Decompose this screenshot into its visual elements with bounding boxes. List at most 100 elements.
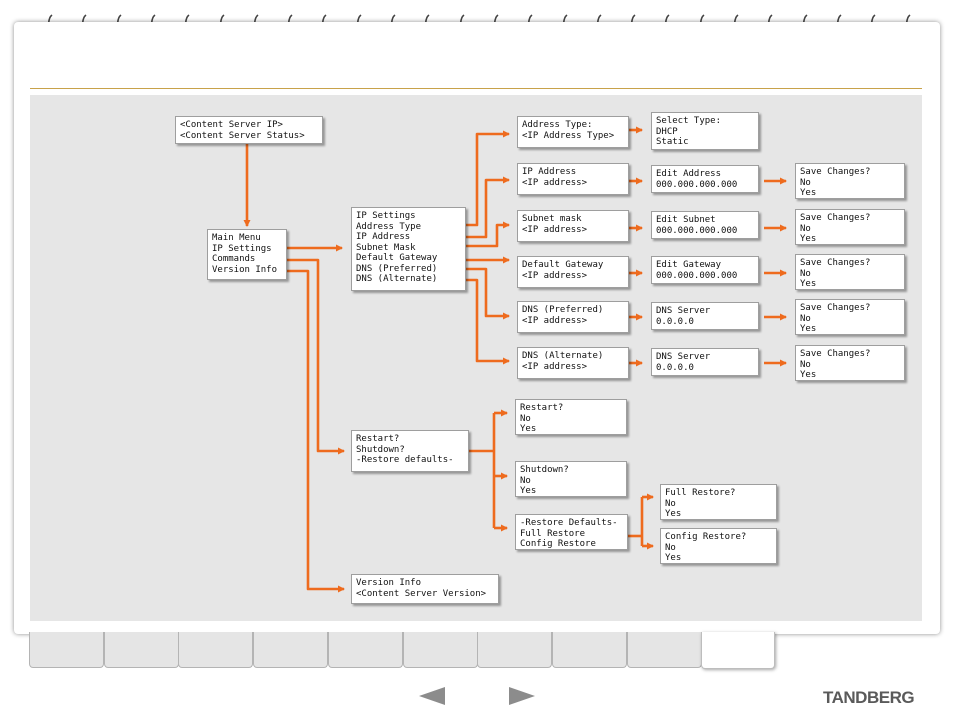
menu-line: Address Type	[356, 221, 422, 232]
menu-line: Yes	[665, 509, 682, 519]
address-type-box: Address Type:<IP Address Type>	[517, 116, 629, 148]
menu-line: No	[665, 542, 676, 553]
commands-menu-box: Restart?Shutdown?-Restore defaults-	[351, 430, 469, 472]
menu-line: Edit Gateway	[656, 260, 722, 270]
menu-line: No	[800, 359, 811, 370]
menu-line: Yes	[520, 424, 537, 434]
version-info-box: Version Info<Content Server Version>	[351, 574, 499, 604]
section-tab[interactable]	[551, 632, 627, 668]
menu-line: Yes	[520, 486, 537, 496]
menu-line: Default Gateway	[522, 260, 604, 270]
menu-line: Commands	[212, 254, 256, 264]
menu-line: Version Info	[356, 578, 422, 588]
menu-line: DNS (Alternate)	[522, 351, 604, 361]
menu-line: <Content Server Version>	[356, 588, 487, 599]
section-tab[interactable]	[29, 632, 104, 668]
subnet-mask-box: Subnet mask<IP address>	[517, 210, 629, 242]
menu-line: 0.0.0.0	[656, 362, 694, 373]
section-tab[interactable]	[701, 632, 776, 669]
menu-line: No	[800, 313, 811, 324]
section-tab[interactable]	[253, 632, 329, 668]
menu-line: 000.000.000.000	[656, 225, 738, 236]
menu-line: Shutdown?	[520, 465, 569, 475]
section-tab[interactable]	[103, 632, 179, 668]
menu-line: No	[520, 475, 531, 486]
menu-line: Save Changes?	[800, 167, 871, 177]
menu-line: Edit Address	[656, 169, 722, 179]
left-arrow-icon[interactable]	[419, 687, 445, 705]
menu-line: Select Type:	[656, 116, 722, 126]
menu-line: DNS Server	[656, 306, 711, 316]
menu-line: Config Restore	[520, 539, 596, 549]
dns-preferred-box: DNS (Preferred)<IP address>	[517, 301, 629, 333]
section-tab[interactable]	[626, 632, 702, 668]
menu-line: Subnet Mask	[356, 242, 416, 253]
section-tab[interactable]	[327, 632, 403, 668]
menu-line: IP Settings	[212, 243, 272, 254]
menu-line: Full Restore	[520, 528, 586, 539]
menu-line: No	[800, 177, 811, 188]
menu-line: Yes	[800, 279, 817, 289]
ip-address-box: IP Address<IP address>	[517, 163, 629, 195]
menu-line: Main Menu	[212, 233, 261, 243]
menu-line: <IP Address Type>	[522, 130, 615, 141]
tandberg-logo: TANDBERG	[823, 688, 915, 707]
menu-line: Save Changes?	[800, 258, 871, 268]
menu-line: DNS (Preferred)	[356, 263, 438, 274]
menu-line: 000.000.000.000	[656, 179, 738, 190]
menu-line: <Content Server IP>	[180, 120, 283, 130]
menu-line: -Restore Defaults-	[520, 518, 618, 528]
menu-line: <IP address>	[522, 270, 588, 281]
section-tab[interactable]	[477, 632, 553, 668]
menu-line: Restart?	[520, 403, 564, 413]
content-server-status-box: <Content Server IP><Content Server Statu…	[175, 116, 323, 144]
menu-line: <Content Server Status>	[180, 130, 305, 141]
default-gateway-box: Default Gateway<IP address>	[517, 256, 629, 288]
menu-line: -Restore defaults-	[356, 455, 454, 465]
menu-line: <IP address>	[522, 224, 588, 235]
menu-line: <IP address>	[522, 177, 588, 188]
dns-alternate-box: DNS (Alternate)<IP address>	[517, 347, 629, 379]
right-arrow-icon[interactable]	[509, 687, 535, 705]
menu-line: <IP address>	[522, 361, 588, 372]
menu-line: No	[800, 268, 811, 279]
menu-line: No	[520, 413, 531, 424]
section-tab[interactable]	[178, 632, 254, 668]
menu-line: Address Type:	[522, 120, 593, 130]
menu-line: Yes	[800, 234, 817, 244]
menu-line: Edit Subnet	[656, 215, 716, 225]
menu-line: DNS Server	[656, 352, 711, 362]
menu-line: No	[800, 223, 811, 234]
menu-line: DHCP	[656, 126, 678, 137]
menu-line: DNS (Preferred)	[522, 305, 604, 315]
menu-line: <IP address>	[522, 315, 588, 326]
menu-line: Yes	[800, 324, 817, 334]
section-tab[interactable]	[402, 632, 478, 668]
menu-line: 000.000.000.000	[656, 270, 738, 281]
menu-line: Yes	[800, 370, 817, 380]
menu-line: Default Gateway	[356, 253, 438, 263]
menu-line: DNS (Alternate)	[356, 274, 438, 284]
menu-line: Yes	[665, 553, 682, 563]
menu-line: IP Address	[522, 167, 577, 177]
menu-line: Static	[656, 137, 689, 147]
menu-line: Yes	[800, 188, 817, 198]
menu-line: Save Changes?	[800, 213, 871, 223]
